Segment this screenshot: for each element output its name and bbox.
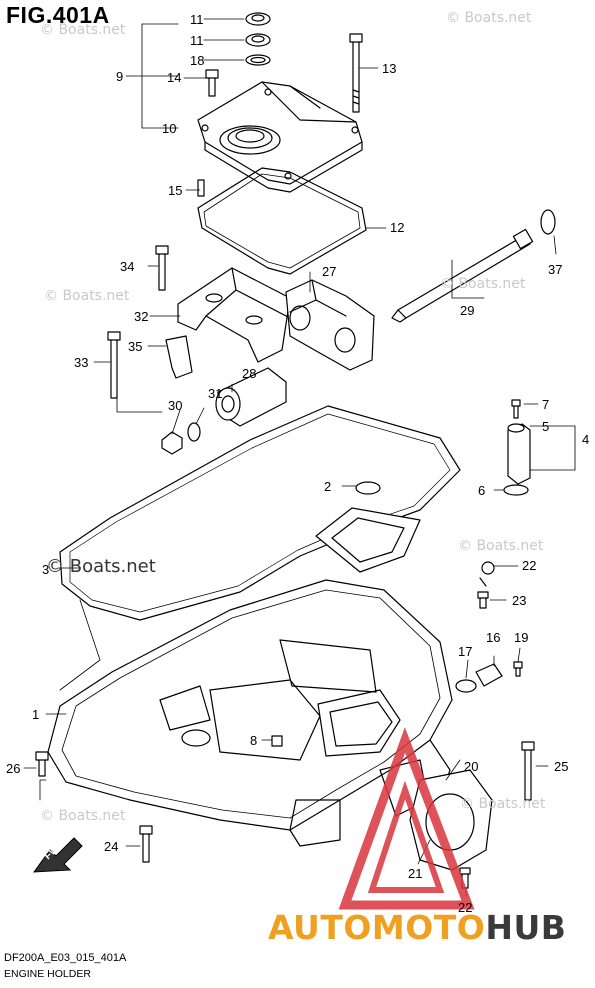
gasket-18	[455, 679, 477, 693]
callout: 26	[6, 761, 20, 776]
cap-17	[475, 663, 503, 687]
callout: 19	[514, 630, 528, 645]
plate-36	[165, 335, 193, 379]
callout: 11	[190, 12, 204, 27]
oil-pan	[47, 579, 453, 847]
watermark: © Boats.net	[40, 22, 126, 38]
bolt-34	[107, 331, 121, 399]
oil-seal-ring	[245, 12, 271, 66]
dowel-pin	[197, 179, 205, 197]
callout: 1	[32, 707, 39, 722]
callout: 31	[208, 386, 222, 401]
watermark: © Boats.net	[458, 538, 544, 554]
o-ring-2	[355, 481, 381, 495]
watermark: © Boats.net	[440, 276, 526, 292]
cover-plate	[197, 81, 363, 193]
bolt-27	[35, 751, 49, 777]
bolt-26	[521, 741, 535, 801]
engine-mount	[285, 279, 375, 371]
callout: 24	[104, 839, 118, 854]
watermark: © Boats.net	[446, 10, 532, 26]
callout: 22	[458, 900, 472, 915]
bolt-25	[139, 825, 153, 863]
callout: 21	[408, 866, 422, 881]
callout: 35	[128, 339, 142, 354]
callout: 37	[548, 262, 562, 277]
callout: 33	[74, 355, 88, 370]
bolt-14	[349, 33, 363, 113]
figure-code: DF200A_E03_015_401A	[4, 952, 127, 964]
sensor	[479, 561, 495, 587]
callout: 34	[120, 259, 134, 274]
callout: 27	[322, 264, 336, 279]
callout: 23	[512, 593, 526, 608]
oil-pan-gasket	[59, 405, 461, 621]
callout: 2	[324, 479, 331, 494]
bushing	[215, 367, 287, 427]
callout: 3	[42, 562, 49, 577]
fwd-arrow: FWD	[32, 837, 83, 873]
callout: 5	[542, 419, 549, 434]
mount-bracket	[177, 267, 291, 363]
bolt-35	[155, 245, 169, 291]
callout: 14	[167, 70, 181, 85]
brand-triangle-icon	[338, 727, 475, 910]
water-outlet	[507, 423, 531, 485]
figure-caption: ENGINE HOLDER	[4, 968, 91, 980]
callout: 22	[522, 558, 536, 573]
nut	[161, 431, 183, 455]
bolt-15	[205, 69, 219, 97]
figure-title: FIG.401A	[6, 2, 110, 28]
watermark: © Boats.net	[40, 808, 126, 824]
callout: 4	[582, 432, 589, 447]
callout: 13	[382, 61, 396, 76]
callout: 18	[190, 53, 204, 68]
callout: 25	[554, 759, 568, 774]
callout: 12	[390, 220, 404, 235]
callout: 30	[168, 398, 182, 413]
washer-37	[540, 209, 556, 235]
watermark: © Boats.net	[44, 288, 130, 304]
cover-gasket	[197, 167, 367, 275]
callout: 9	[116, 69, 123, 84]
mount-shaft	[391, 228, 534, 323]
callout: 17	[458, 644, 472, 659]
washer	[187, 422, 201, 442]
bolt-19	[513, 661, 523, 677]
brand-logo: AUTOMOTOHUB	[268, 908, 566, 947]
callout: 11	[190, 33, 204, 48]
callout: 6	[478, 483, 485, 498]
callout: 28	[242, 366, 256, 381]
callout: 32	[134, 309, 148, 324]
drain-plug	[271, 735, 283, 747]
bolt-24	[477, 591, 489, 609]
callout: 10	[162, 121, 176, 136]
callout-labels: 11 11 18 9 14 13 10 15 12 34 27 37 29 32…	[6, 12, 589, 915]
callout: 20	[464, 759, 478, 774]
bolt-7	[511, 399, 521, 419]
brand-part-2: HUB	[485, 908, 567, 947]
callout: 7	[542, 397, 549, 412]
callout: 16	[486, 630, 500, 645]
leader-lines	[23, 18, 576, 897]
callout: 8	[250, 733, 257, 748]
callout: 15	[168, 183, 182, 198]
watermark-large: © Boats.net	[46, 556, 156, 577]
watermark: © Boats.net	[460, 796, 546, 812]
o-ring	[503, 484, 529, 496]
brand-part-1: AUTOMOTO	[268, 908, 486, 947]
callout: 29	[460, 303, 474, 318]
